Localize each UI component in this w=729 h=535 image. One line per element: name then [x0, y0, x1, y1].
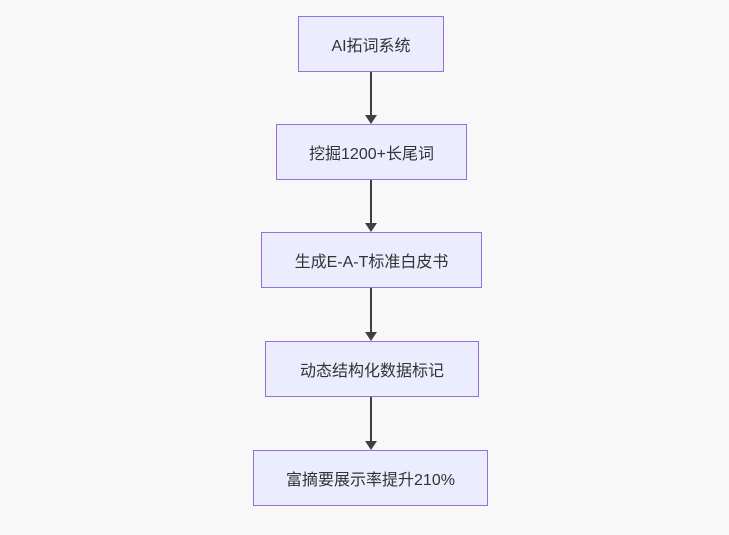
arrow-head-icon — [365, 332, 377, 341]
flow-node-ai-expansion: AI拓词系统 — [298, 16, 444, 72]
flow-node-label: 挖掘1200+长尾词 — [309, 146, 434, 163]
arrow-head-icon — [365, 115, 377, 124]
arrow-shaft — [370, 397, 372, 442]
arrow-shaft — [370, 180, 372, 224]
flow-node-label: AI拓词系统 — [331, 38, 411, 55]
flow-node-label: 生成E-A-T标准白皮书 — [294, 254, 449, 271]
arrow-shaft — [370, 288, 372, 333]
arrow-head-icon — [365, 223, 377, 232]
flow-node-longtail-mining: 挖掘1200+长尾词 — [276, 124, 467, 180]
flow-node-eat-whitepaper: 生成E-A-T标准白皮书 — [261, 232, 482, 288]
flow-node-label: 动态结构化数据标记 — [299, 363, 444, 380]
arrow-shaft — [370, 72, 372, 116]
flow-node-structured-data: 动态结构化数据标记 — [265, 341, 479, 397]
flow-node-label: 富摘要展示率提升210% — [286, 472, 455, 489]
arrow-head-icon — [365, 441, 377, 450]
flow-node-rich-snippet-result: 富摘要展示率提升210% — [253, 450, 488, 506]
